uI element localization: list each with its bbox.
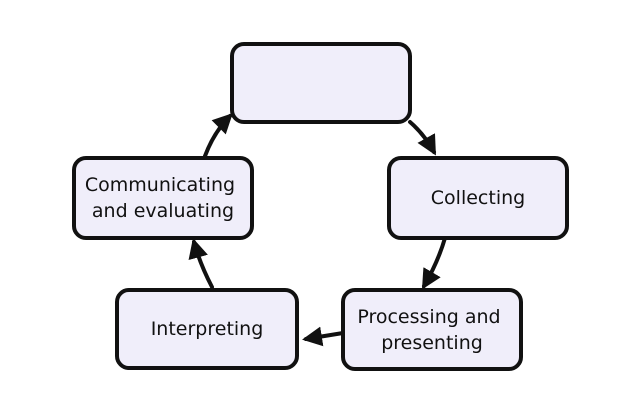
node-interpreting-line-1: Interpreting bbox=[151, 318, 264, 340]
node-communicating: Communicating and evaluating bbox=[72, 156, 254, 240]
arrow-interpreting-to-communicating bbox=[188, 238, 214, 289]
node-interpreting: Interpreting bbox=[115, 288, 299, 370]
node-collecting-label: Collecting bbox=[431, 187, 525, 209]
node-processing: Processing and presenting bbox=[341, 288, 523, 371]
node-processing-box bbox=[341, 288, 523, 371]
arrow-processing-to-interpreting bbox=[302, 326, 345, 347]
node-top-box bbox=[230, 42, 412, 124]
edges-layer bbox=[188, 113, 447, 347]
node-collecting-box bbox=[387, 156, 569, 240]
node-interpreting-label: Interpreting bbox=[151, 318, 264, 340]
arrow-top-to-collecting bbox=[408, 120, 436, 156]
node-collecting-line-1: Collecting bbox=[431, 187, 525, 209]
node-communicating-label: Communicating and evaluating bbox=[85, 174, 241, 222]
node-processing-line-1: Processing and bbox=[357, 306, 500, 328]
nodes-layer: Collecting Processing and presenting Int… bbox=[72, 42, 569, 371]
arrow-communicating-to-top bbox=[203, 113, 233, 158]
arrow-collecting-to-processing bbox=[421, 236, 447, 290]
node-processing-line-2: presenting bbox=[381, 332, 483, 354]
node-interpreting-box bbox=[115, 288, 299, 370]
node-top bbox=[230, 42, 412, 124]
node-communicating-box bbox=[72, 156, 254, 240]
node-communicating-line-1: Communicating bbox=[85, 174, 235, 196]
node-communicating-line-2: and evaluating bbox=[92, 200, 234, 222]
node-collecting: Collecting bbox=[387, 156, 569, 240]
node-processing-label: Processing and presenting bbox=[357, 306, 506, 354]
